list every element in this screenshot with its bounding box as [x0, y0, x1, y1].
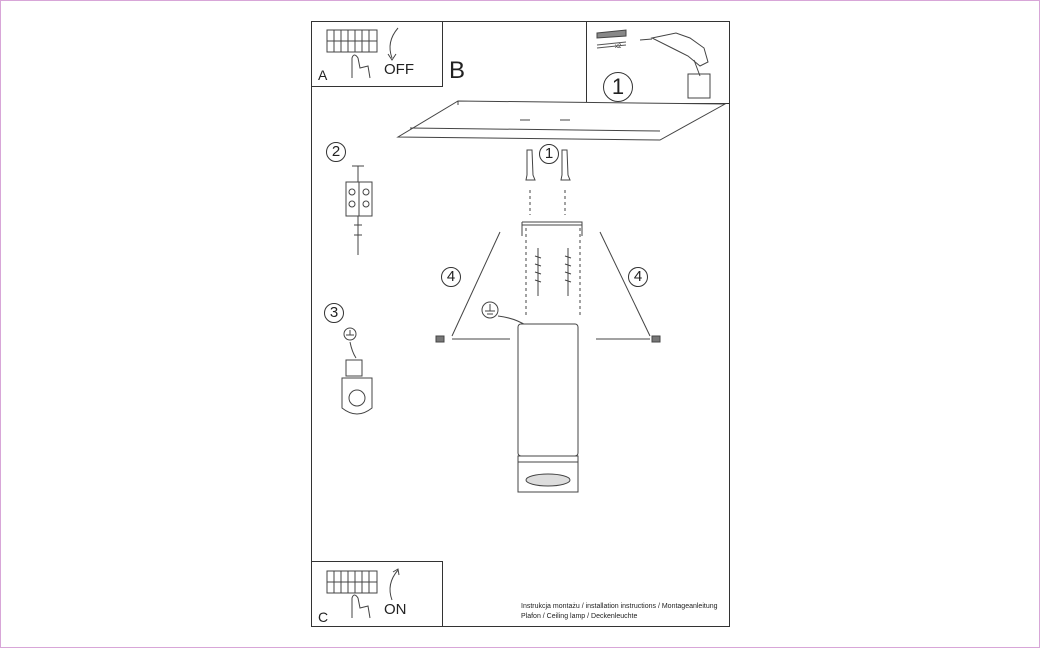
- wall-plugs: [525, 149, 571, 215]
- ceiling-plate: [396, 100, 727, 141]
- terminal-block-on-icon: [326, 570, 378, 619]
- panel-b-letter: B: [449, 57, 466, 84]
- ground-terminal-icon: [341, 327, 373, 415]
- ground-symbol-icon: [481, 301, 528, 327]
- wall-plug-quantity: x2: [615, 44, 622, 50]
- mounting-bracket: [521, 221, 583, 236]
- step-4-right-badge: 4: [628, 267, 648, 287]
- step-1-badge: 1: [539, 144, 559, 164]
- footer-instructions: Instrukcja montażu / installation instru…: [521, 603, 718, 610]
- arrow-down-icon: [387, 27, 399, 61]
- wiring-connector-icon: [345, 165, 373, 255]
- instruction-sheet: [311, 21, 730, 627]
- footer-product: Plafon / Ceiling lamp / Deckenleuchte: [521, 613, 638, 620]
- step-4-left-badge: 4: [441, 267, 461, 287]
- panel-c-action: ON: [384, 601, 407, 618]
- tools-step-number: 1: [603, 72, 633, 102]
- step-2-badge: 2: [326, 142, 346, 162]
- panel-c-letter: C: [318, 609, 329, 625]
- step-3-badge: 3: [324, 303, 344, 323]
- drill-icon: [639, 32, 711, 99]
- guide-lines: [525, 228, 581, 318]
- lamp-cylinder: [517, 323, 579, 493]
- arrow-up-icon: [389, 568, 400, 601]
- panel-a-letter: A: [318, 67, 328, 83]
- side-screw-guides: [435, 231, 661, 343]
- mounting-screws: [534, 248, 572, 296]
- wall-plug-screw-icon: [596, 29, 627, 49]
- panel-a-action: OFF: [384, 61, 414, 78]
- terminal-block-off-icon: [326, 29, 378, 79]
